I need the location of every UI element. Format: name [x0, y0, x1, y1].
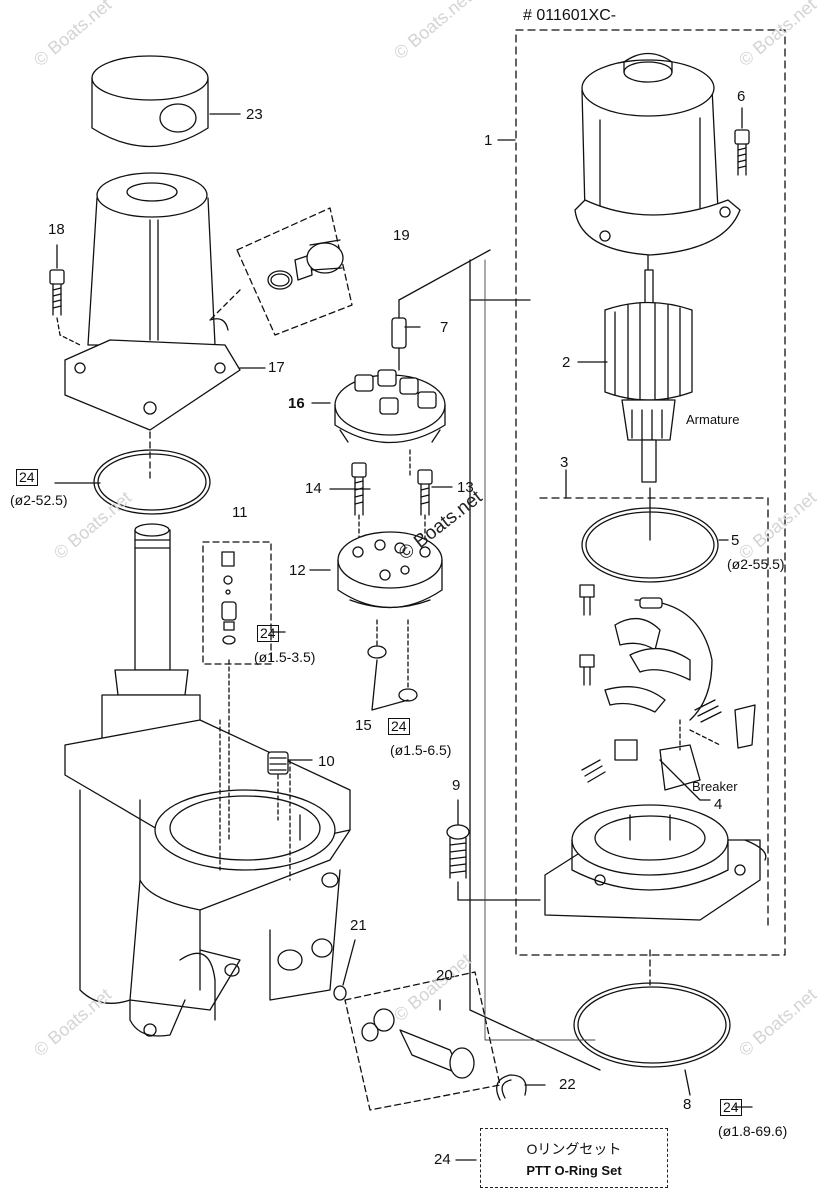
bolt-14 — [351, 462, 367, 541]
motor-housing — [574, 52, 741, 256]
legend-en: PTT O-Ring Set — [526, 1163, 622, 1178]
armature-label: Armature — [686, 412, 740, 427]
part-label-14: 14 — [305, 480, 322, 497]
part-label-10: 10 — [318, 753, 335, 770]
oring-ref-d-spec: (ø2-55.5) — [727, 556, 785, 572]
bolt-13 — [409, 449, 433, 541]
manual-valve-10 — [267, 751, 289, 821]
seal-21 — [333, 939, 356, 1001]
part-label-18: 18 — [48, 221, 65, 238]
reservoir-cover-17 — [64, 172, 241, 431]
bolt-18 — [49, 244, 81, 346]
part-label-23: 23 — [246, 106, 263, 123]
fitting-19 — [209, 207, 353, 336]
cap-23 — [91, 55, 209, 148]
part-label-7: 7 — [440, 319, 449, 336]
part-label-4: 4 — [714, 796, 723, 813]
leader-lines — [54, 113, 753, 1161]
o-rings-15 — [367, 619, 418, 702]
oring-ref-a-spec: (ø2-52.5) — [10, 492, 68, 508]
part-label-21: 21 — [350, 917, 367, 934]
part-label-9: 9 — [452, 777, 461, 794]
part-label-15: 15 — [355, 717, 372, 734]
valve-kit-11 — [202, 541, 272, 841]
part-label-6: 6 — [737, 88, 746, 105]
brush-holder-parts — [579, 584, 756, 791]
part-label-11: 11 — [232, 504, 248, 521]
screw-9 — [446, 824, 470, 879]
part-label-22: 22 — [559, 1076, 576, 1093]
part-label-5: 5 — [731, 532, 740, 549]
coupling-7 — [391, 249, 491, 371]
legend-jp: Oリングセット — [526, 1141, 622, 1157]
part-label-2: 2 — [562, 354, 571, 371]
part-label-8: 8 — [683, 1096, 692, 1113]
o-ring-5 — [581, 487, 719, 583]
part-label-17: 17 — [268, 359, 285, 376]
bolt-6 — [734, 107, 750, 176]
oring-ref-c-num: 24 — [388, 718, 410, 735]
oring-ref-e-num: 24 — [720, 1099, 742, 1116]
oring-set-legend: Oリングセット PTT O-Ring Set — [480, 1128, 668, 1188]
oring-ref-a-num: 24 — [16, 469, 38, 486]
part-label-1: 1 — [484, 132, 493, 149]
tilt-cylinder — [64, 523, 351, 1037]
oring-ref-e-spec: (ø1.8-69.6) — [718, 1123, 788, 1139]
breaker-label: Breaker — [692, 779, 738, 794]
valve-block-12 — [337, 531, 443, 609]
part-label-20: 20 — [436, 967, 453, 984]
o-ring-24a — [93, 431, 211, 515]
part-label-12: 12 — [289, 562, 306, 579]
part-label-13: 13 — [457, 479, 474, 496]
armature — [604, 254, 693, 483]
serial-note: # 011601XC- — [523, 7, 617, 24]
part-label-3: 3 — [560, 454, 569, 471]
part-label-19: 19 — [393, 227, 410, 244]
motor-end-cap — [544, 804, 767, 921]
part-label-16: 16 — [288, 395, 305, 412]
valve-20 — [344, 971, 501, 1111]
oring-ref-b-num: 24 — [257, 625, 279, 642]
o-ring-8 — [573, 982, 731, 1068]
oring-ref-b-spec: (ø1.5-3.5) — [254, 649, 316, 665]
part-label-24: 24 — [434, 1151, 451, 1168]
pump-16 — [334, 369, 446, 444]
oring-ref-c-spec: (ø1.5-6.5) — [390, 742, 452, 758]
motor-assembly-box — [515, 29, 786, 956]
circlip-22 — [496, 1074, 527, 1101]
